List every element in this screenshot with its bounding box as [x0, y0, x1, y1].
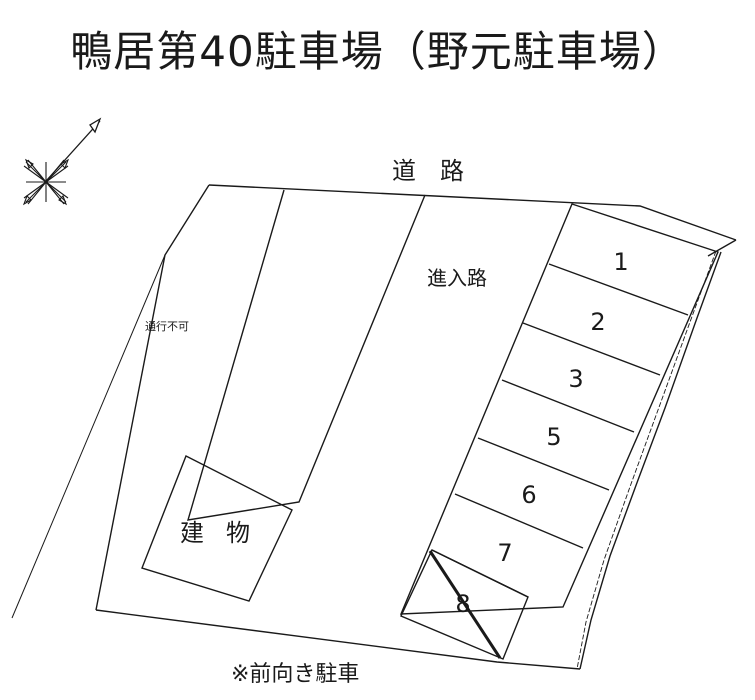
- parking-space-3: 3: [568, 365, 584, 393]
- lot-boundary-right-edge: [579, 251, 722, 670]
- space-divider-1: [548, 263, 689, 316]
- approach-road-label: 進入路: [427, 266, 487, 290]
- building-label: 建物: [180, 519, 272, 547]
- parking-row: [399, 203, 719, 615]
- lot-boundary-top: [208, 184, 737, 241]
- parking-space-2: 2: [590, 308, 606, 336]
- north-arrow-icon: [22, 117, 102, 206]
- driveway-left-edge: [187, 189, 426, 521]
- lot-boundary-right: [707, 239, 737, 257]
- road-label: 道路: [392, 157, 488, 185]
- space-divider-5: [454, 493, 584, 549]
- parking-space-4: 5: [546, 423, 562, 451]
- left-edge-line: [11, 254, 166, 619]
- space-divider-4: [477, 437, 610, 491]
- no-through-label: 通行不可: [145, 320, 189, 333]
- parking-space-1: 1: [613, 248, 629, 276]
- parking-space-5: 6: [521, 481, 537, 509]
- lot-boundary-bottom: [95, 609, 581, 670]
- parking-space-8-box: [400, 549, 529, 660]
- parking-space-6: 7: [497, 539, 513, 567]
- space-8-diagonal: [428, 550, 502, 659]
- space-divider-3: [501, 379, 635, 433]
- building: [141, 455, 293, 602]
- page-title: 鴨居第40駐車場（野元駐車場）: [70, 27, 685, 76]
- parking-space-7: 8: [455, 590, 471, 618]
- front-parking-note: ※前向き駐車: [231, 662, 360, 687]
- space-divider-2: [522, 322, 661, 376]
